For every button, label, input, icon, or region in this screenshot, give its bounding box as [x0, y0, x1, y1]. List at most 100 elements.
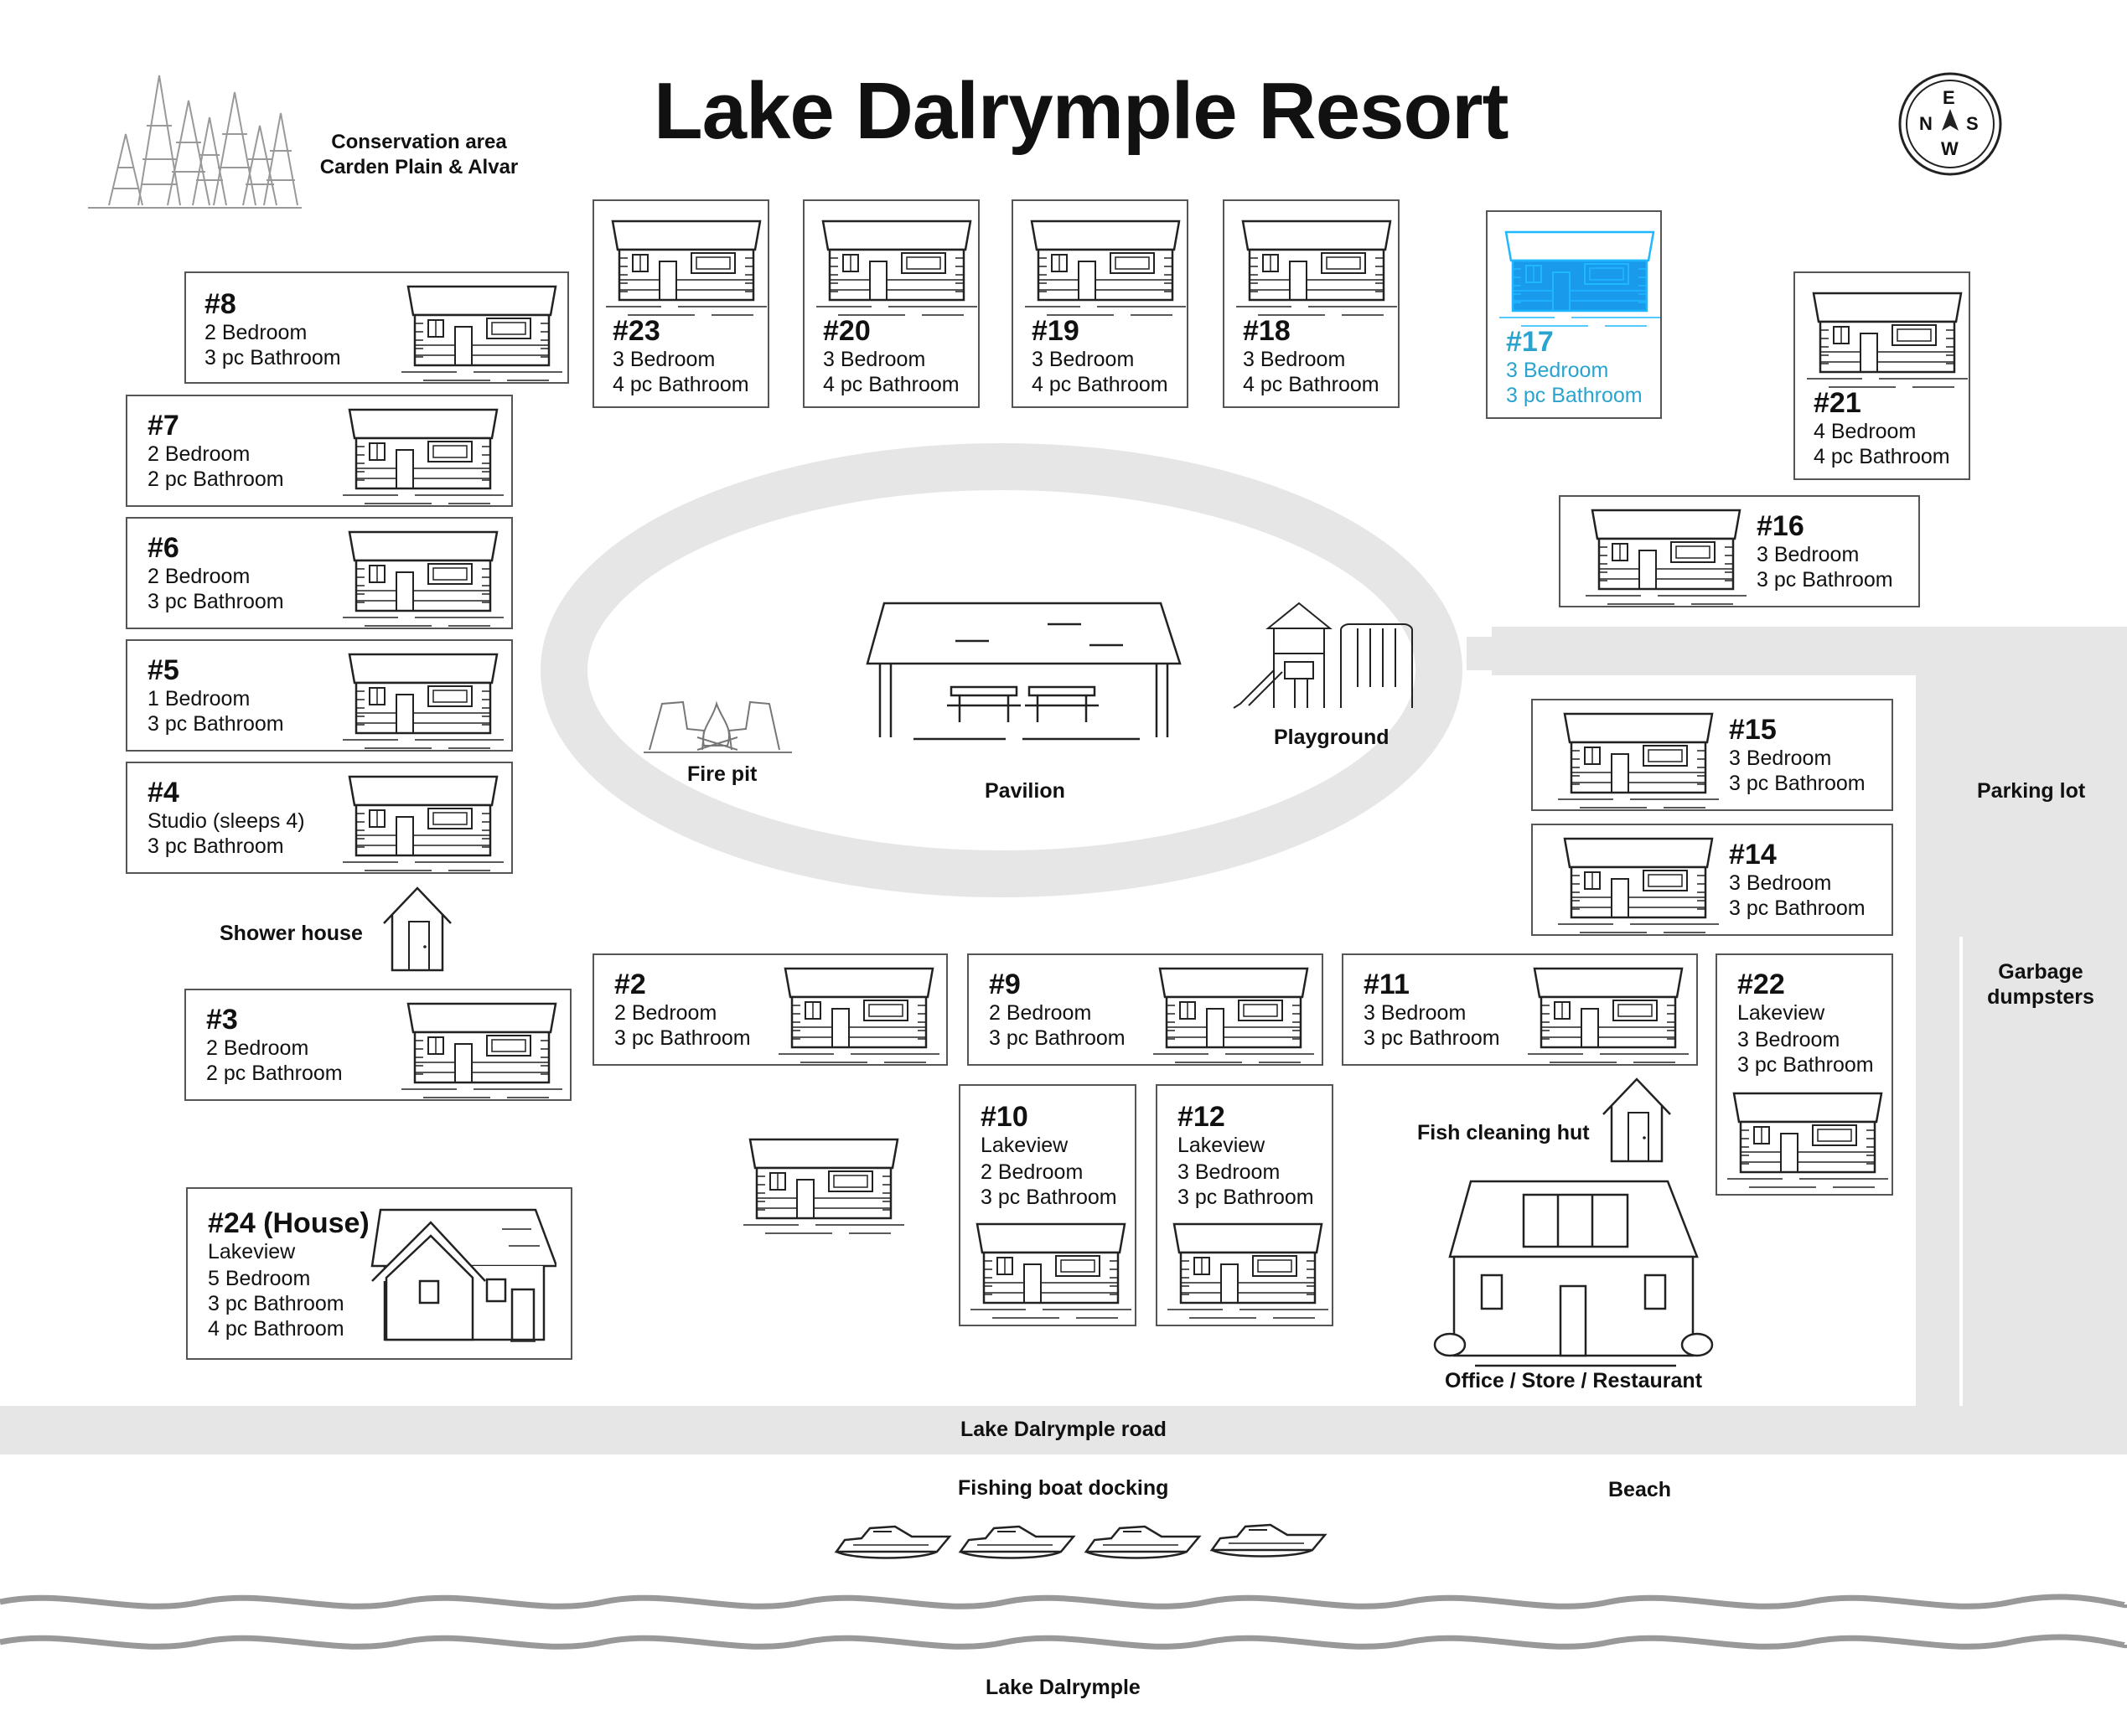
cabin-detail: 3 pc Bathroom [1364, 1026, 1500, 1050]
boat-icon [1210, 1523, 1327, 1558]
cabin-number: #18 [1243, 315, 1291, 347]
cabin-detail: 3 Bedroom [1729, 871, 1832, 895]
road-label: Lake Dalrymple road [960, 1418, 1167, 1441]
cabin-detail: 4 pc Bathroom [1243, 373, 1379, 396]
cabin-8[interactable]: #8 2 Bedroom 3 pc Bathroom [184, 271, 569, 384]
boat-icon [959, 1525, 1075, 1559]
cabin-detail: 2 Bedroom [981, 1160, 1084, 1184]
cabin-detail: 3 Bedroom [1737, 1028, 1840, 1051]
cabin-number: #5 [147, 654, 179, 686]
cabin-icon [1584, 509, 1748, 606]
cabin-2[interactable]: #2 2 Bedroom 3 pc Bathroom [593, 953, 948, 1066]
cabin-detail: 3 Bedroom [1364, 1001, 1467, 1025]
parking-lot-label: Parking lot [1977, 779, 2086, 803]
cabin-detail: Lakeview [1177, 1134, 1265, 1157]
cabin-6[interactable]: #6 2 Bedroom 3 pc Bathroom [126, 517, 513, 629]
cabin-24-house[interactable]: #24 (House) Lakeview 5 Bedroom 3 pc Bath… [186, 1187, 572, 1360]
cabin-icon-unlabeled [742, 1138, 906, 1235]
cabin-detail: 3 pc Bathroom [981, 1186, 1117, 1209]
cabin-number: #11 [1364, 969, 1410, 1000]
cabin-icon [1556, 712, 1721, 809]
cabin-15[interactable]: #15 3 Bedroom 3 pc Bathroom [1531, 699, 1893, 811]
cabin-9[interactable]: #9 2 Bedroom 3 pc Bathroom [967, 953, 1323, 1066]
cabin-icon [1234, 220, 1399, 317]
cabin-detail: 3 pc Bathroom [989, 1026, 1126, 1050]
cabin-number: #12 [1177, 1101, 1225, 1133]
cabin-icon [1556, 837, 1721, 934]
cabin-number: #24 (House) [208, 1207, 370, 1239]
cabin-detail: 4 pc Bathroom [823, 373, 960, 396]
shower-house-icon [382, 886, 453, 972]
cabin-23[interactable]: #23 3 Bedroom 4 pc Bathroom [593, 199, 769, 408]
pavilion-label: Pavilion [985, 779, 1065, 803]
cabin-detail: 3 Bedroom [1032, 348, 1135, 371]
cabin-5[interactable]: #5 1 Bedroom 3 pc Bathroom [126, 639, 513, 752]
compass-s: S [1966, 113, 1979, 134]
cabin-detail: 2 pc Bathroom [147, 468, 284, 491]
cabin-detail: 3 pc Bathroom [147, 834, 284, 858]
cabin-detail: Lakeview [981, 1134, 1069, 1157]
cabin-detail: 2 Bedroom [614, 1001, 717, 1025]
cabin-detail: 3 Bedroom [1729, 747, 1832, 770]
cabin-detail: 3 pc Bathroom [147, 590, 284, 613]
cabin-icon [969, 1222, 1133, 1320]
fire-pit-label: Fire pit [687, 762, 758, 786]
cabin-detail: 3 pc Bathroom [1729, 896, 1866, 920]
cabin-detail: 3 pc Bathroom [208, 1292, 344, 1315]
beach-label: Beach [1608, 1478, 1672, 1501]
conservation-area-label: Conservation area Carden Plain & Alvar [306, 130, 532, 180]
cabin-17-highlighted[interactable]: #17 3 Bedroom 3 pc Bathroom [1486, 210, 1662, 419]
cabin-4[interactable]: #4 Studio (sleeps 4) 3 pc Bathroom [126, 762, 513, 874]
office-building-icon [1433, 1180, 1714, 1367]
cabin-number: #14 [1729, 839, 1777, 871]
cabin-number: #8 [204, 288, 236, 320]
cabin-icon [604, 220, 769, 317]
cabin-icon [1023, 220, 1188, 317]
cabin-detail: 3 Bedroom [823, 348, 926, 371]
cabin-detail: 2 pc Bathroom [206, 1062, 343, 1085]
cabin-detail: 5 Bedroom [208, 1267, 311, 1290]
cabin-number: #19 [1032, 315, 1079, 347]
cabin-detail: 3 Bedroom [1243, 348, 1346, 371]
cabin-number: #21 [1814, 387, 1861, 419]
pavilion-icon [866, 602, 1182, 741]
cabin-22[interactable]: #22 Lakeview 3 Bedroom 3 pc Bathroom [1716, 953, 1893, 1196]
garbage-line2: dumpsters [1987, 985, 2094, 1009]
cabin-detail: Lakeview [208, 1240, 296, 1263]
compass-e: E [1943, 87, 1955, 108]
cabin-number: #10 [981, 1101, 1028, 1133]
cabin-detail: 3 pc Bathroom [204, 346, 341, 369]
cabin-19[interactable]: #19 3 Bedroom 4 pc Bathroom [1012, 199, 1188, 408]
cabin-16[interactable]: #16 3 Bedroom 3 pc Bathroom [1559, 495, 1920, 607]
cabin-detail: 3 pc Bathroom [147, 712, 284, 736]
cabin-number: #2 [614, 969, 646, 1000]
cabin-detail: 3 pc Bathroom [1757, 568, 1893, 592]
compass-n: N [1919, 113, 1933, 134]
cabin-number: #22 [1737, 969, 1785, 1000]
cabin-7[interactable]: #7 2 Bedroom 2 pc Bathroom [126, 395, 513, 507]
cabin-icon [1498, 230, 1662, 328]
cabin-21[interactable]: #21 4 Bedroom 4 pc Bathroom [1793, 271, 1970, 480]
cabin-number: #20 [823, 315, 871, 347]
cabin-10[interactable]: #10 Lakeview 2 Bedroom 3 pc Bathroom [959, 1084, 1136, 1326]
cabin-icon [341, 653, 505, 750]
cabin-icon [1151, 967, 1316, 1064]
garbage-dumpsters-label: Garbage dumpsters [1974, 959, 2108, 1010]
cabin-3[interactable]: #3 2 Bedroom 2 pc Bathroom [184, 989, 572, 1101]
loop-road [541, 443, 1462, 897]
cabin-20[interactable]: #20 3 Bedroom 4 pc Bathroom [803, 199, 980, 408]
cabin-14[interactable]: #14 3 Bedroom 3 pc Bathroom [1531, 824, 1893, 936]
cabin-number: #7 [147, 410, 179, 442]
fishing-boat-docking-label: Fishing boat docking [958, 1476, 1169, 1500]
cabin-12[interactable]: #12 Lakeview 3 Bedroom 3 pc Bathroom [1156, 1084, 1333, 1326]
cabin-11[interactable]: #11 3 Bedroom 3 pc Bathroom [1342, 953, 1698, 1066]
cabin-icon [400, 1002, 564, 1099]
cabin-18[interactable]: #18 3 Bedroom 4 pc Bathroom [1223, 199, 1400, 408]
cabin-detail: 3 Bedroom [1177, 1160, 1281, 1184]
fish-cleaning-hut-label: Fish cleaning hut [1417, 1121, 1590, 1144]
conservation-line2: Carden Plain & Alvar [319, 156, 519, 178]
playground-label: Playground [1274, 726, 1390, 749]
fish-hut-icon [1602, 1077, 1672, 1163]
cabin-detail: 4 pc Bathroom [208, 1317, 344, 1341]
boat-icon [1084, 1525, 1201, 1559]
